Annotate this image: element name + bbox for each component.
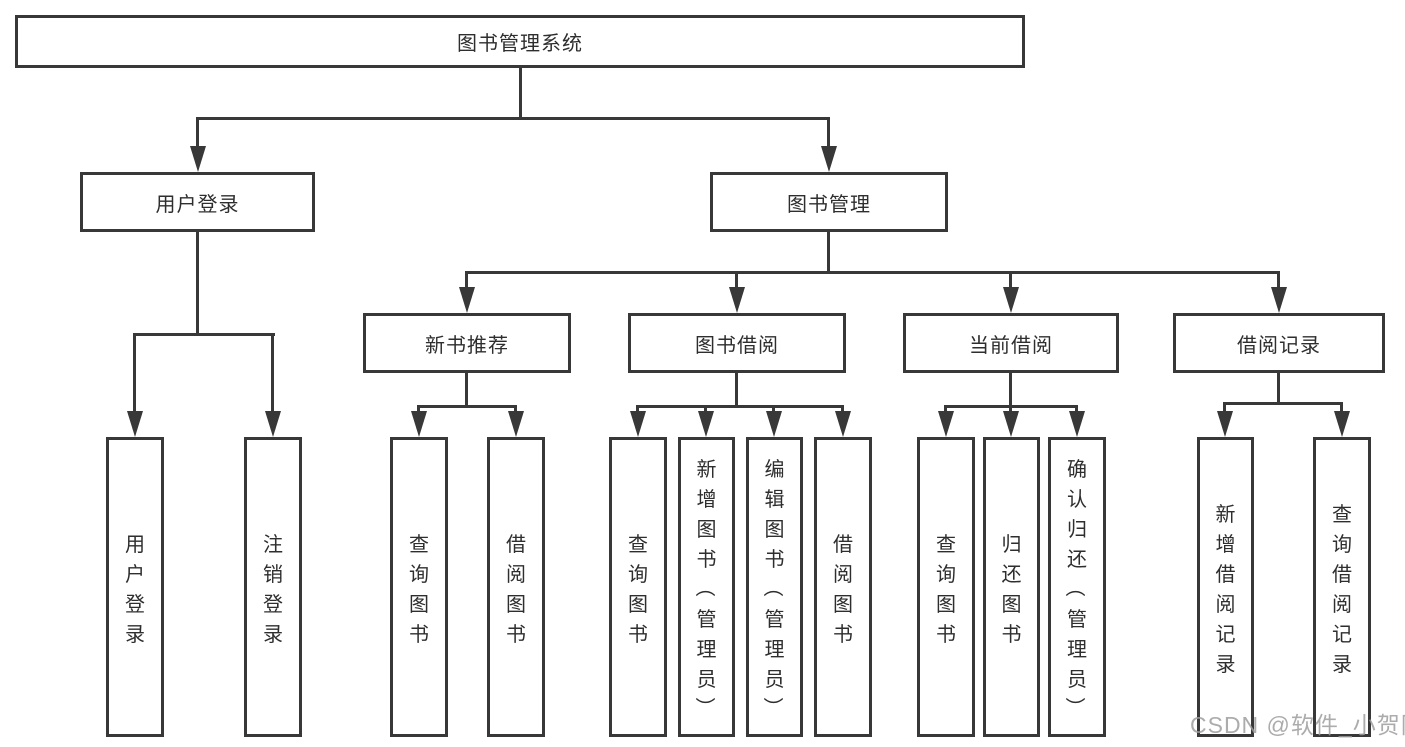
leaf-user-login: 用户登录 bbox=[106, 437, 164, 737]
arrow-stem-leaf-logout bbox=[271, 334, 274, 414]
arrowhead-bb-edit bbox=[766, 411, 782, 437]
leaf-cb-query-books: 查询图书 bbox=[917, 437, 975, 737]
leaf-logout: 注销登录 bbox=[244, 437, 302, 737]
connector-bb-branch bbox=[636, 405, 844, 408]
leaf-cb-return-books: 归还图书 bbox=[983, 437, 1040, 737]
leaf-br-query-record: 查询借阅记录 bbox=[1313, 437, 1371, 737]
leaf-br-query-record-label: 查询借阅记录 bbox=[1332, 503, 1352, 676]
arrow-stem-borrowing-records bbox=[1277, 272, 1280, 290]
leaf-cb-return-books-label: 归还图书 bbox=[1001, 533, 1022, 646]
connector-user-login-branch bbox=[133, 333, 275, 336]
leaf-cb-query-books-label: 查询图书 bbox=[936, 533, 956, 646]
arrowhead-leaf-user-login bbox=[127, 411, 143, 437]
connector-bb-stem bbox=[735, 372, 738, 407]
arrowhead-nbr-query bbox=[411, 411, 427, 437]
arrowhead-cb-query bbox=[938, 411, 954, 437]
arrowhead-bb-borrow bbox=[835, 411, 851, 437]
node-book-borrowing-label: 图书借阅 bbox=[695, 334, 779, 357]
leaf-bb-add-books-admin: 新增图书（管理员） bbox=[678, 437, 735, 737]
leaf-bb-add-books-admin-label: 新增图书（管理员） bbox=[693, 458, 717, 718]
arrowhead-nbr-borrow bbox=[508, 411, 524, 437]
leaf-nbr-borrow-books: 借阅图书 bbox=[487, 437, 545, 737]
arrow-stem-cb-confirm bbox=[1075, 406, 1078, 414]
connector-br-branch bbox=[1223, 402, 1343, 405]
node-root: 图书管理系统 bbox=[15, 15, 1025, 68]
arrow-stem-bb-query bbox=[636, 406, 639, 414]
arrow-stem-book-borrowing bbox=[735, 272, 738, 290]
node-user-login-label: 用户登录 bbox=[155, 193, 240, 216]
node-book-borrowing: 图书借阅 bbox=[628, 313, 846, 373]
arrow-stem-current-borrowing bbox=[1009, 272, 1012, 290]
node-current-borrowing-label: 当前借阅 bbox=[969, 334, 1053, 357]
node-borrowing-records-label: 借阅记录 bbox=[1237, 334, 1321, 357]
connector-book-management-stem bbox=[827, 231, 830, 273]
connector-cb-stem bbox=[1009, 372, 1012, 407]
arrowhead-bb-add bbox=[698, 411, 714, 437]
leaf-bb-edit-books-admin-label: 编辑图书（管理员） bbox=[761, 458, 785, 718]
leaf-cb-confirm-return-admin: 确认归还（管理员） bbox=[1048, 437, 1106, 737]
node-new-book-recommend-label: 新书推荐 bbox=[425, 334, 509, 357]
connector-br-stem bbox=[1277, 372, 1280, 404]
arrow-stem-cb-return bbox=[1009, 406, 1012, 414]
leaf-nbr-query-books-label: 查询图书 bbox=[409, 533, 429, 646]
arrow-stem-book-management bbox=[827, 118, 830, 150]
leaf-br-add-record: 新增借阅记录 bbox=[1197, 437, 1254, 737]
connector-root-stem bbox=[519, 67, 522, 119]
leaf-nbr-query-books: 查询图书 bbox=[390, 437, 448, 737]
arrow-stem-new-book-recommend bbox=[465, 272, 468, 290]
arrowhead-borrowing-records bbox=[1271, 287, 1287, 313]
connector-level3-branch bbox=[465, 271, 1280, 274]
leaf-cb-confirm-return-admin-label: 确认归还（管理员） bbox=[1063, 458, 1088, 718]
leaf-bb-query-books: 查询图书 bbox=[609, 437, 667, 737]
connector-level1-branch bbox=[196, 117, 830, 120]
leaf-bb-query-books-label: 查询图书 bbox=[628, 533, 648, 646]
arrowhead-br-query bbox=[1334, 411, 1350, 437]
arrow-stem-br-query bbox=[1340, 403, 1343, 414]
arrowhead-bb-query bbox=[630, 411, 646, 437]
node-user-login: 用户登录 bbox=[80, 172, 315, 232]
arrowhead-cb-return bbox=[1003, 411, 1019, 437]
leaf-br-add-record-label: 新增借阅记录 bbox=[1215, 503, 1236, 676]
arrow-stem-nbr-borrow bbox=[514, 406, 517, 414]
arrowhead-current-borrowing bbox=[1003, 287, 1019, 313]
arrowhead-new-book-recommend bbox=[459, 287, 475, 313]
csdn-watermark: CSDN @软件_小贺同学 bbox=[1190, 712, 1405, 738]
arrowhead-cb-confirm bbox=[1069, 411, 1085, 437]
arrowhead-book-management bbox=[821, 146, 837, 172]
leaf-user-login-label: 用户登录 bbox=[125, 533, 145, 646]
node-book-management-label: 图书管理 bbox=[787, 193, 871, 216]
node-borrowing-records: 借阅记录 bbox=[1173, 313, 1385, 373]
connector-user-login-stem bbox=[196, 231, 199, 335]
arrow-stem-br-add bbox=[1223, 403, 1226, 414]
arrowhead-leaf-logout bbox=[265, 411, 281, 437]
arrowhead-user-login bbox=[190, 146, 206, 172]
arrow-stem-leaf-user-login bbox=[133, 334, 136, 414]
leaf-bb-borrow-books-label: 借阅图书 bbox=[833, 533, 853, 646]
leaf-logout-label: 注销登录 bbox=[263, 533, 283, 646]
node-current-borrowing: 当前借阅 bbox=[903, 313, 1119, 373]
node-new-book-recommend: 新书推荐 bbox=[363, 313, 571, 373]
arrow-stem-bb-edit bbox=[772, 406, 775, 414]
arrowhead-book-borrowing bbox=[729, 287, 745, 313]
connector-nbr-branch bbox=[417, 405, 517, 408]
arrow-stem-user-login bbox=[196, 118, 199, 150]
arrow-stem-cb-query bbox=[944, 406, 947, 414]
node-root-label: 图书管理系统 bbox=[457, 33, 583, 55]
connector-nbr-stem bbox=[465, 372, 468, 407]
leaf-nbr-borrow-books-label: 借阅图书 bbox=[506, 533, 526, 646]
node-book-management: 图书管理 bbox=[710, 172, 948, 232]
leaf-bb-edit-books-admin: 编辑图书（管理员） bbox=[746, 437, 803, 737]
arrow-stem-bb-borrow bbox=[841, 406, 844, 414]
arrow-stem-bb-add bbox=[704, 406, 707, 414]
arrow-stem-nbr-query bbox=[417, 406, 420, 414]
leaf-bb-borrow-books: 借阅图书 bbox=[814, 437, 872, 737]
arrowhead-br-add bbox=[1217, 411, 1233, 437]
